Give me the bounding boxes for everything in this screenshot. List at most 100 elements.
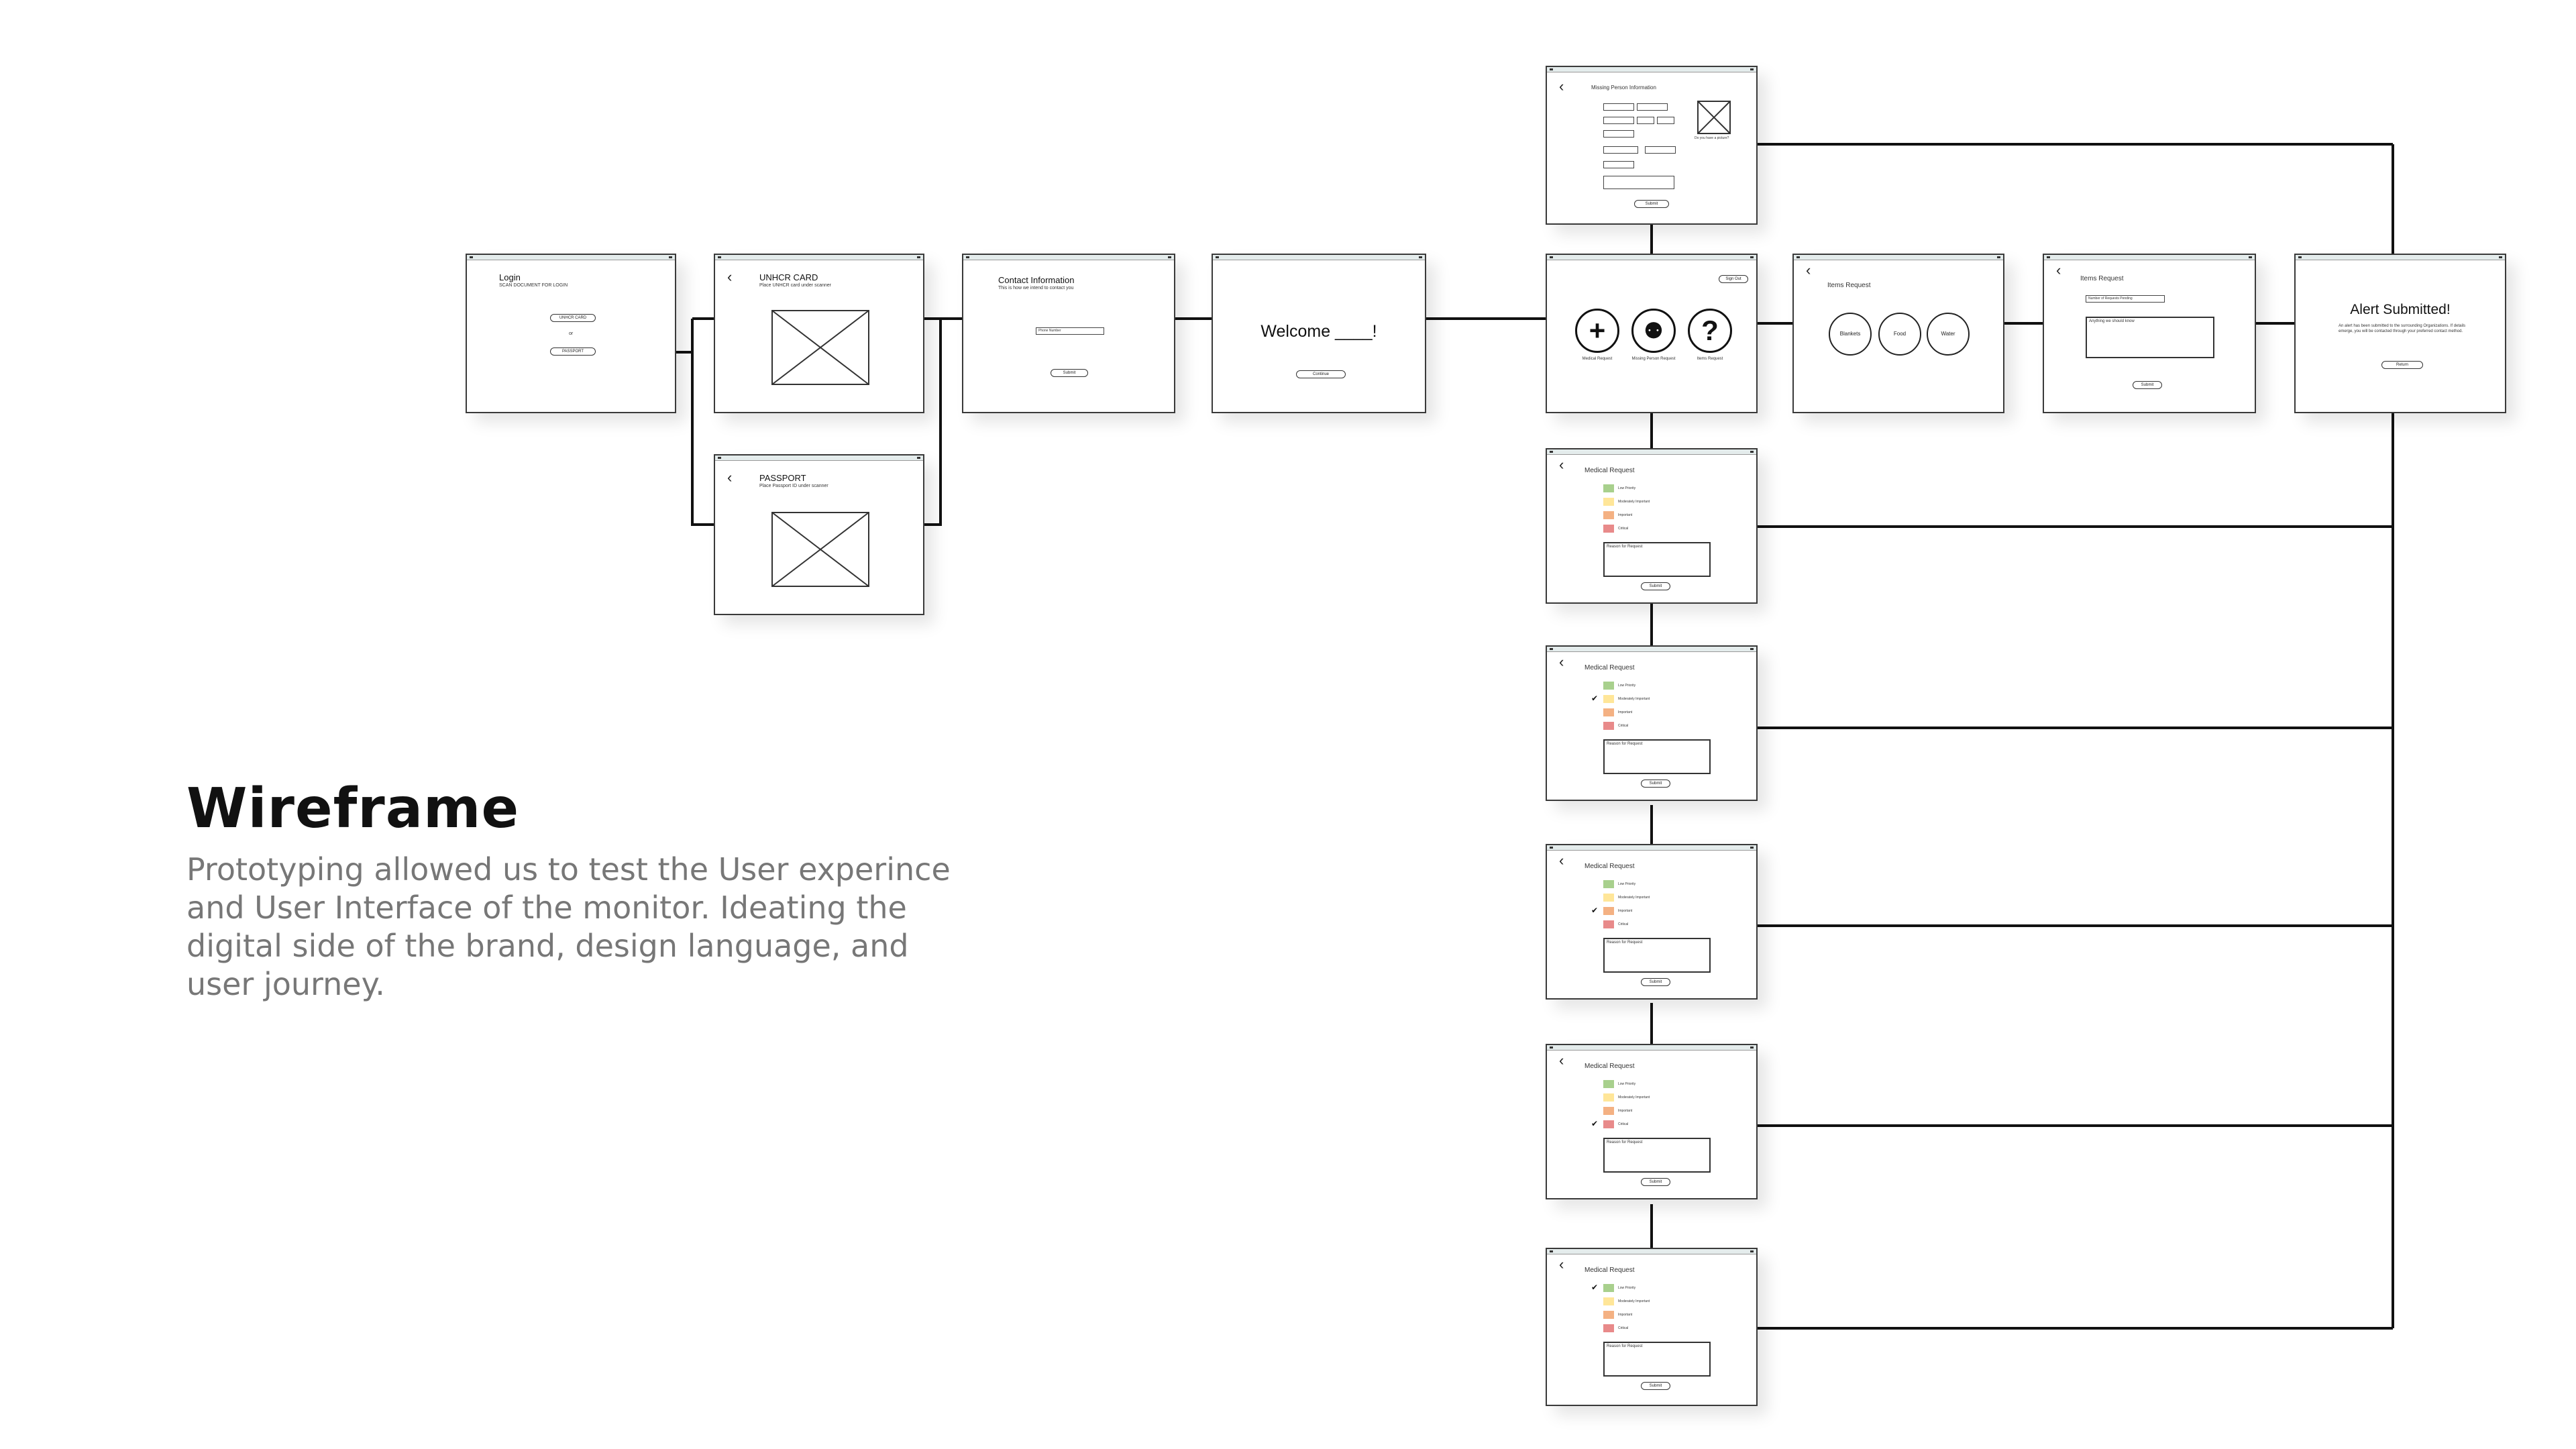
return-button[interactable]: Return — [2381, 361, 2423, 369]
back-icon[interactable]: ‹ — [1559, 653, 1564, 670]
items-textbox[interactable]: Anything we should know — [2086, 317, 2214, 358]
items-textbox-label: Anything we should know — [2089, 319, 2135, 323]
last-seen-field[interactable] — [1603, 130, 1634, 138]
priority-swatch[interactable] — [1603, 1093, 1614, 1102]
unhcr-card-button[interactable]: UNHCR CARD — [550, 314, 596, 322]
medical-submit-button[interactable]: Submit — [1641, 1178, 1670, 1186]
people-icon[interactable]: ⚉ — [1631, 309, 1676, 353]
items-dropdown[interactable]: Number of Requests Pending — [2086, 295, 2165, 303]
priority-swatch[interactable] — [1603, 894, 1614, 902]
notes-field[interactable] — [1603, 176, 1674, 189]
priority-swatch[interactable] — [1603, 708, 1614, 716]
back-icon[interactable]: ‹ — [1559, 852, 1564, 869]
welcome-title: Welcome ____! — [1260, 322, 1377, 341]
window-bar — [1213, 255, 1425, 260]
items-dropdown-label: Number of Requests Pending — [2088, 297, 2133, 301]
priority-swatch[interactable] — [1603, 695, 1614, 703]
blankets-option[interactable]: Blankets — [1829, 313, 1872, 356]
back-icon[interactable]: ‹ — [2056, 262, 2061, 278]
medical-submit-button[interactable]: Submit — [1641, 780, 1670, 788]
alert-title: Alert Submitted! — [2350, 302, 2451, 317]
age-field[interactable] — [1637, 117, 1654, 124]
contact-subtitle: This is how we intend to contact you — [998, 286, 1074, 290]
priority-label: Important — [1618, 909, 1633, 913]
priority-swatch[interactable] — [1603, 722, 1614, 730]
contact-screen: Contact Information This is how we inten… — [962, 254, 1175, 413]
priority-label: Low Priority — [1618, 1082, 1636, 1086]
priority-swatch[interactable] — [1603, 1311, 1614, 1319]
window-bar — [715, 255, 923, 260]
medical-request-label: Medical Request — [1582, 357, 1613, 361]
missing-submit-button[interactable]: Submit — [1634, 200, 1669, 208]
window-bar — [1547, 647, 1756, 652]
back-icon[interactable]: ‹ — [1559, 456, 1564, 473]
reason-textbox[interactable]: Reason for Request — [1603, 739, 1711, 774]
phone-number-field[interactable]: Phone Number — [1036, 327, 1104, 335]
water-option[interactable]: Water — [1927, 313, 1970, 356]
window-bar — [1547, 255, 1756, 260]
priority-swatch[interactable] — [1603, 920, 1614, 928]
priority-label: Important — [1618, 1109, 1633, 1113]
medical-submit-button[interactable]: Submit — [1641, 978, 1670, 986]
back-icon[interactable]: ‹ — [1806, 262, 1811, 278]
wireframe-title: Wireframe — [186, 777, 520, 841]
passport-title: PASSPORT — [759, 473, 806, 483]
medical-title: Medical Request — [1585, 1267, 1635, 1274]
priority-label: Low Priority — [1618, 684, 1636, 688]
medical-title: Medical Request — [1585, 863, 1635, 870]
reason-textbox[interactable]: Reason for Request — [1603, 542, 1711, 577]
passport-screen: ‹ PASSPORT Place Passport ID under scann… — [714, 454, 924, 615]
priority-swatch[interactable] — [1603, 880, 1614, 888]
reason-textbox[interactable]: Reason for Request — [1603, 1138, 1711, 1173]
back-icon[interactable]: ‹ — [727, 268, 733, 285]
priority-swatch[interactable] — [1603, 682, 1614, 690]
priority-label: Important — [1618, 710, 1633, 714]
priority-label: Moderately Important — [1618, 1095, 1650, 1099]
contact-field[interactable] — [1603, 161, 1634, 168]
passport-button[interactable]: PASSPORT — [550, 347, 596, 356]
items-request-label: Items Request — [1697, 357, 1723, 361]
priority-label: Important — [1618, 513, 1633, 517]
gender-field[interactable] — [1603, 117, 1634, 124]
back-icon[interactable]: ‹ — [1559, 1256, 1564, 1273]
priority-swatch[interactable] — [1603, 1324, 1614, 1332]
reason-label: Reason for Request — [1607, 1344, 1643, 1348]
sign-out-button[interactable]: Sign Out — [1719, 275, 1748, 283]
back-icon[interactable]: ‹ — [1559, 78, 1564, 95]
priority-swatch[interactable] — [1603, 1284, 1614, 1292]
reason-textbox[interactable]: Reason for Request — [1603, 1342, 1711, 1377]
food-option[interactable]: Food — [1878, 313, 1921, 356]
window-bar — [467, 255, 675, 260]
continue-button[interactable]: Continue — [1296, 370, 1346, 378]
location-field[interactable] — [1603, 146, 1638, 154]
priority-swatch[interactable] — [1603, 907, 1614, 915]
plus-icon[interactable]: + — [1575, 309, 1619, 353]
priority-swatch[interactable] — [1603, 1297, 1614, 1305]
medical-submit-button[interactable]: Submit — [1641, 1382, 1670, 1390]
priority-swatch[interactable] — [1603, 525, 1614, 533]
medical-submit-button[interactable]: Submit — [1641, 582, 1670, 590]
login-subtitle: SCAN DOCUMENT FOR LOGIN — [499, 283, 568, 288]
age-field-2[interactable] — [1657, 117, 1674, 124]
items-detail-screen: ‹ Items Request Number of Requests Pendi… — [2043, 254, 2256, 413]
reason-textbox[interactable]: Reason for Request — [1603, 938, 1711, 973]
priority-swatch[interactable] — [1603, 498, 1614, 506]
question-icon[interactable]: ? — [1688, 309, 1732, 353]
priority-swatch[interactable] — [1603, 1120, 1614, 1128]
name-field-2[interactable] — [1637, 103, 1668, 111]
contact-submit-button[interactable]: Submit — [1051, 369, 1088, 377]
priority-swatch[interactable] — [1603, 1080, 1614, 1088]
priority-swatch[interactable] — [1603, 511, 1614, 519]
wireframe-description: Prototyping allowed us to test the User … — [186, 851, 951, 1002]
back-icon[interactable]: ‹ — [727, 469, 733, 486]
date-field[interactable] — [1645, 146, 1676, 154]
priority-swatch[interactable] — [1603, 484, 1614, 492]
window-bar — [715, 455, 923, 461]
name-field[interactable] — [1603, 103, 1634, 111]
items-submit-button[interactable]: Submit — [2133, 381, 2162, 389]
priority-swatch[interactable] — [1603, 1107, 1614, 1115]
back-icon[interactable]: ‹ — [1559, 1052, 1564, 1069]
items-detail-title: Items Request — [2080, 275, 2124, 282]
